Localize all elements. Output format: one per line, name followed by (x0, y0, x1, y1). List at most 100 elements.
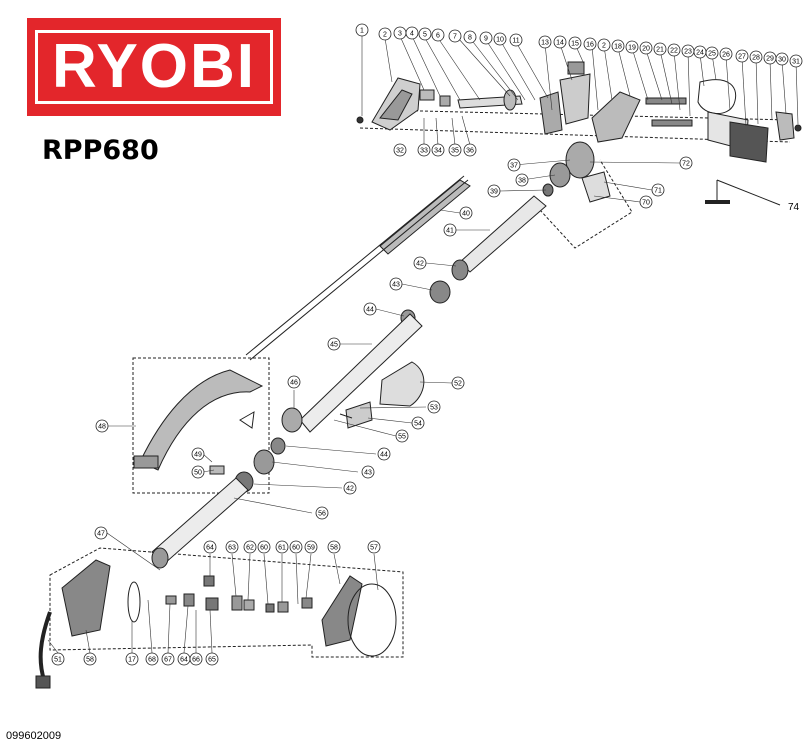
screw-group-ellipse (347, 583, 397, 657)
callout-label: 2 (383, 32, 387, 39)
callout-c4: 4 (405, 26, 419, 40)
callout-label: 13 (541, 40, 549, 47)
callout-circle (393, 143, 407, 157)
callout-label: 31 (792, 59, 800, 66)
callout-label: 1 (360, 28, 364, 35)
callout-c1: 1 (355, 23, 369, 37)
callout-c5: 5 (418, 27, 432, 41)
callout-label: 64 (180, 657, 188, 664)
callout-c41: 41 (443, 223, 457, 237)
callout-c45: 45 (327, 337, 341, 351)
callout-label: 44 (380, 452, 388, 459)
callout-circle (51, 652, 65, 666)
callout-circle (625, 40, 639, 54)
callout-label: 72 (682, 161, 690, 168)
callout-circle (538, 35, 552, 49)
ryobi-logo: RYOBI (27, 18, 281, 116)
callout-circle (327, 540, 341, 554)
drive-shaft-spring (379, 179, 471, 255)
callout-circle (225, 540, 239, 554)
callout-c52: 52 (451, 376, 465, 390)
callout-label: 19 (628, 45, 636, 52)
callout-circle (377, 447, 391, 461)
callout-label: 27 (738, 54, 746, 61)
callout-label: 8 (468, 35, 472, 42)
callout-c54: 54 (411, 416, 425, 430)
callout-c50: 50 (191, 465, 205, 479)
callout-c64a: 64 (203, 540, 217, 554)
callout-label: 41 (446, 228, 454, 235)
callout-label: 37 (510, 163, 518, 170)
callout-c23: 23 (681, 44, 695, 58)
callout-c3: 3 (393, 26, 407, 40)
callout-c19: 19 (625, 40, 639, 54)
callout-circle (83, 652, 97, 666)
callout-label: 33 (420, 148, 428, 155)
callout-c55: 55 (395, 429, 409, 443)
callout-label: 58 (330, 545, 338, 552)
callout-circle (705, 46, 719, 60)
label-74: 74 (788, 202, 800, 213)
callout-c39: 39 (487, 184, 501, 198)
callout-circle (343, 481, 357, 495)
callout-circle (568, 36, 582, 50)
callout-circle (735, 49, 749, 63)
callout-label: 70 (642, 200, 650, 207)
callout-c31: 31 (789, 54, 803, 68)
callout-c11: 11 (509, 33, 523, 47)
callout-label: 4 (410, 31, 414, 38)
callout-c38: 38 (515, 173, 529, 187)
callout-label: 15 (571, 41, 579, 48)
callout-circle (145, 652, 159, 666)
callout-c8: 8 (463, 30, 477, 44)
callout-label: 11 (512, 38, 519, 45)
callout-circle (487, 184, 501, 198)
callout-label: 62 (246, 545, 254, 552)
callout-c13: 13 (538, 35, 552, 49)
callout-circle (583, 37, 597, 51)
callout-circle (443, 223, 457, 237)
gear-head-part (565, 141, 595, 179)
callout-circle (191, 465, 205, 479)
callout-label: 66 (192, 657, 200, 664)
callout-c42a: 42 (413, 256, 427, 270)
callout-label: 5 (423, 32, 427, 39)
upper-pole-tube (459, 195, 547, 273)
fuel-tank-part (559, 73, 591, 125)
callout-circle (161, 652, 175, 666)
carburetor-part (539, 91, 563, 135)
callout-label: 49 (194, 452, 202, 459)
callout-c58a: 58 (327, 540, 341, 554)
callout-c24: 24 (693, 45, 707, 59)
callout-circle (363, 302, 377, 316)
callout-circle (667, 43, 681, 57)
callout-c7: 7 (448, 29, 462, 43)
callout-label: 6 (436, 33, 440, 40)
callout-c56: 56 (315, 506, 329, 520)
callout-label: 48 (98, 424, 106, 431)
callout-circle (431, 143, 445, 157)
callout-circle (427, 400, 441, 414)
callout-label: 28 (752, 55, 760, 62)
callout-c44a: 44 (363, 302, 377, 316)
handle-group-box (49, 547, 404, 658)
callout-c71: 71 (651, 183, 665, 197)
callout-c42b: 42 (343, 481, 357, 495)
callout-circle (611, 39, 625, 53)
callout-label: 39 (490, 189, 498, 196)
callout-label: 17 (128, 657, 136, 664)
callout-label: 40 (462, 211, 470, 218)
callout-label: 63 (228, 545, 236, 552)
callout-circle (243, 540, 257, 554)
callout-label: 32 (396, 148, 404, 155)
callout-label: 30 (778, 57, 786, 64)
callout-c20: 20 (639, 41, 653, 55)
callout-circle (448, 143, 462, 157)
callout-circle (417, 143, 431, 157)
callout-c21: 21 (653, 42, 667, 56)
callout-label: 7 (453, 34, 457, 41)
middle-pole-tube (299, 313, 423, 433)
callout-circle (95, 419, 109, 433)
